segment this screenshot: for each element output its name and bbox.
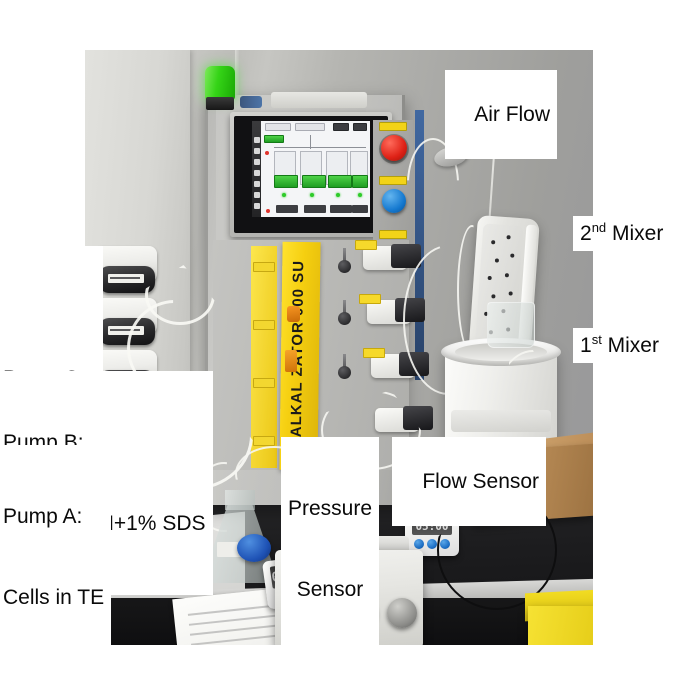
beacon-base [206, 97, 234, 110]
pump-a-line2: Cells in TE [3, 586, 105, 609]
secondary-yellow-strip [251, 246, 277, 468]
annotation-flow-sensor: Flow Sensor [392, 437, 547, 526]
flow-sensor-text: Flow Sensor [422, 470, 540, 493]
biohazard-waste-bin [528, 606, 593, 645]
annotation-first-mixer: 1st Mixer [573, 328, 666, 363]
orange-connector [287, 306, 300, 322]
hmi-toolbar[interactable] [263, 123, 368, 132]
timer-button[interactable] [414, 539, 424, 549]
pressure-sensor-head [338, 366, 351, 379]
second-mixer-suffix: nd [591, 220, 607, 235]
blue-bottle-cap [237, 534, 271, 562]
annotation-pump-a: Pump A: Cells in TE [0, 445, 112, 669]
reset-legend-plate [379, 176, 407, 185]
sensor-stem [343, 300, 346, 314]
orange-connector [285, 350, 297, 372]
pressure-sensor-head [338, 260, 351, 273]
caution-strip-text: ALKAL ZATOR 000 SU [287, 259, 308, 438]
pressure-line1: Pressure [288, 497, 373, 520]
emergency-stop-button[interactable] [381, 135, 407, 161]
pressure-sensor-head [338, 312, 351, 325]
top-fitting [240, 96, 262, 108]
estop-legend-plate [379, 122, 407, 131]
pump-label-tag [108, 326, 144, 335]
timer-button[interactable] [427, 539, 437, 549]
reset-button[interactable] [382, 189, 406, 213]
valve-actuator-d[interactable] [391, 244, 421, 268]
valve-tag-d [355, 240, 377, 250]
keyswitch-legend-plate [379, 230, 407, 239]
valve-tag-b [363, 348, 385, 358]
status-beacon-icon [205, 66, 235, 100]
top-shelf-tray [271, 92, 367, 108]
first-mixer-suffix: st [591, 332, 602, 347]
pump-label-tag [108, 274, 144, 283]
first-mixer-number: 1 [580, 334, 592, 357]
hmi-screen[interactable] [252, 121, 370, 217]
second-mixer-noun: Mixer [606, 222, 664, 245]
stirrer-heat-knob[interactable] [387, 598, 417, 628]
glass-beaker [487, 302, 535, 348]
annotation-pressure-sensor: Pressure Sensor [281, 437, 380, 661]
second-mixer-number: 2 [580, 222, 592, 245]
annotation-air-flow-text: Air Flow [474, 103, 551, 126]
annotation-second-mixer: 2nd Mixer [573, 216, 671, 251]
pump-cap-d[interactable] [99, 266, 155, 293]
annotation-air-flow: Air Flow [445, 70, 558, 159]
hmi-sidebar[interactable] [252, 121, 261, 217]
hmi-bezel [230, 112, 392, 237]
first-mixer-noun: Mixer [601, 334, 659, 357]
sensor-stem [343, 354, 346, 368]
pump-a-line1: Pump A: [3, 505, 83, 528]
pressure-line2: Sensor [296, 578, 364, 601]
valve-tag-c [359, 294, 381, 304]
sensor-stem [343, 248, 346, 262]
